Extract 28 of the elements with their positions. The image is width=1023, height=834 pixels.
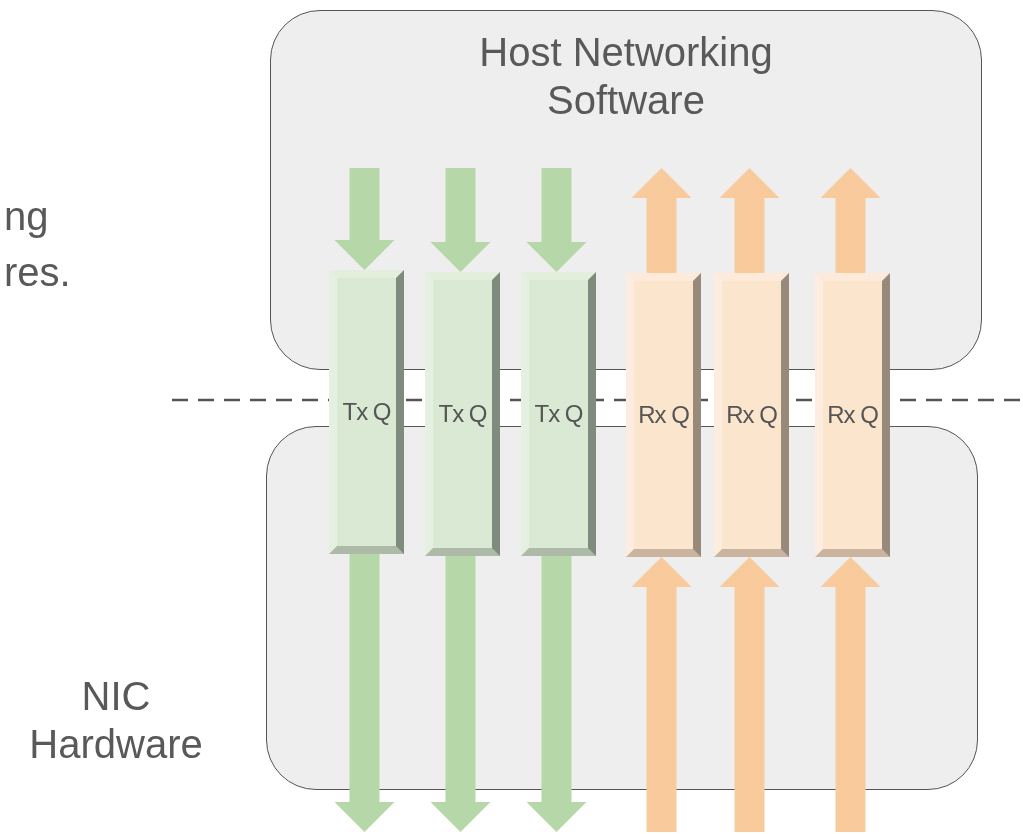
panel-title: Host Networking Software bbox=[478, 29, 774, 124]
block-arrow bbox=[430, 168, 491, 272]
queue-bar bbox=[329, 270, 404, 554]
queue-bar bbox=[425, 272, 500, 556]
queue-bar bbox=[521, 272, 596, 556]
block-arrow bbox=[631, 168, 692, 273]
block-arrow bbox=[526, 168, 587, 272]
queue-label: Rx Q bbox=[638, 401, 689, 429]
queue-label: Tx Q bbox=[438, 400, 487, 428]
panel-title: NIC Hardware bbox=[28, 673, 204, 768]
block-arrow bbox=[334, 554, 395, 832]
side-text: res. bbox=[4, 249, 71, 296]
queue-bar bbox=[714, 273, 789, 557]
block-arrow bbox=[631, 557, 692, 832]
block-arrow bbox=[430, 556, 491, 832]
block-arrow bbox=[526, 556, 587, 832]
side-text: ng bbox=[4, 193, 49, 240]
block-arrow bbox=[334, 168, 395, 270]
block-arrow bbox=[820, 557, 881, 832]
queue-label: Rx Q bbox=[726, 401, 777, 429]
block-arrow bbox=[719, 168, 780, 273]
queue-bar bbox=[626, 273, 701, 557]
queue-label: Tx Q bbox=[534, 400, 583, 428]
queue-label: Tx Q bbox=[342, 398, 391, 426]
block-arrow bbox=[719, 557, 780, 832]
queue-label: Rx Q bbox=[827, 401, 878, 429]
block-arrow bbox=[820, 168, 881, 273]
queue-bar bbox=[815, 273, 890, 557]
